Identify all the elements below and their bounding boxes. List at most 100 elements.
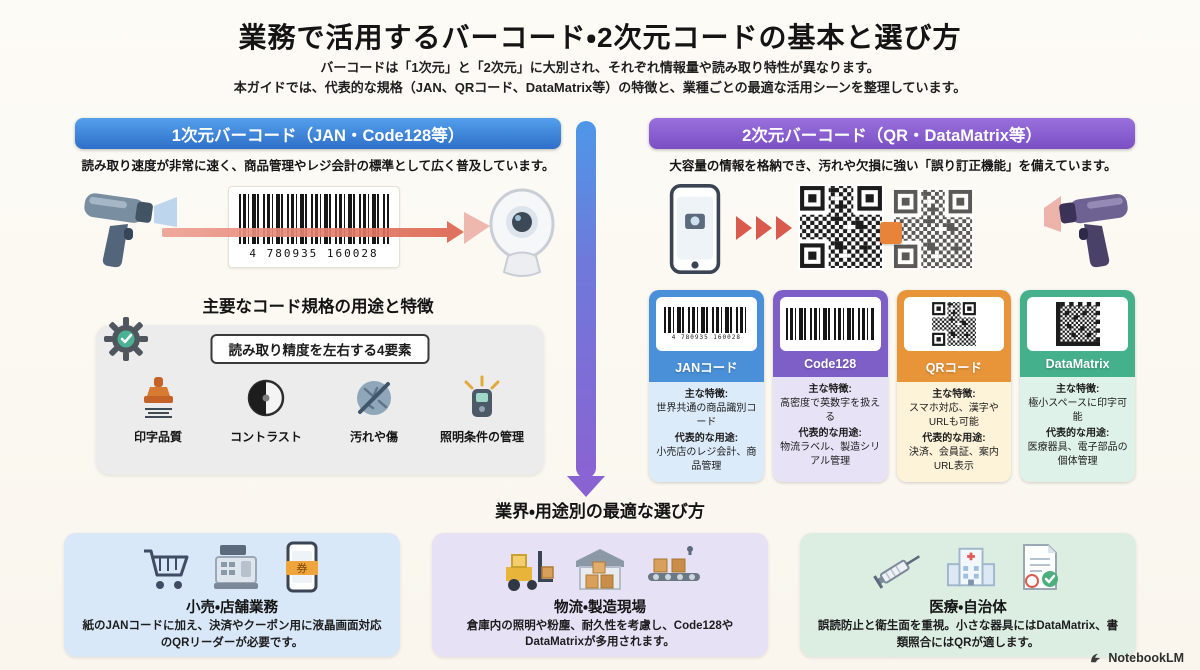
datamatrix-icon: [1056, 302, 1100, 346]
industry-description: 誤読防止と衛生面を重視。小さな器具にはDataMatrix、書類照合にはQRが適…: [817, 620, 1119, 649]
2d-scanner-icon: [1044, 194, 1128, 268]
barcode-scanner-icon: [84, 193, 177, 268]
page-title: 業務で活用するバーコード・2次元コードの基本と選び方: [238, 22, 962, 53]
card-use-label: 代表的な用途:: [922, 433, 986, 444]
brand-label: NotebookLM: [1108, 651, 1184, 665]
factors-title: 読み取り精度を左右する4要素: [210, 334, 430, 364]
logistics-icons: [498, 541, 702, 593]
card-use: 小売店のレジ会計、商品管理: [656, 447, 757, 472]
left-description: 読み取り速度が非常に速く、商品管理やレジ会計の標準として広く普及しています。: [81, 159, 555, 173]
camera-scanner-icon: [464, 188, 555, 277]
subtitle: バーコードは「1次元」と「2次元」に大別され、それぞれ情報量や読み取り特性が異な…: [0, 58, 1200, 98]
industry-card-medical: 医療・自治体 誤読防止と衛生面を重視。小さな器具にはDataMatrix、書類照…: [800, 533, 1136, 657]
lighting-icon: [464, 375, 500, 417]
subtitle-line2: 本ガイドでは、代表的な規格（JAN、QRコード、DataMatrix等）の特徴と…: [233, 80, 967, 96]
card-feature-label: 主な特徴:: [684, 389, 729, 400]
left-subheading: 主要なコード規格の用途と特徴: [202, 298, 434, 316]
gear-icon: [104, 317, 148, 361]
warehouse-icon: [576, 548, 624, 590]
factors-items: 印字品質 コントラスト: [104, 371, 536, 445]
reading-factors-panel: 読み取り精度を左右する4要素 印字品質: [96, 317, 544, 475]
card-name: QRコード: [925, 361, 982, 375]
right-section-header: 2次元バーコード（QR・DataMatrix等）: [649, 118, 1135, 149]
factor-label: 汚れや傷: [349, 430, 398, 444]
card-use: 物流ラベル、製造シリアル管理: [780, 442, 881, 467]
document-check-icon: [1023, 544, 1058, 590]
industry-title: 物流・製造現場: [554, 599, 646, 616]
coupon-ticket-glyph: 券: [297, 561, 308, 575]
industry-description: 紙のJANコードに加え、決済やクーポン用に液晶画面対応のQRリーダーが必要です。: [82, 620, 382, 649]
industry-card-logistics: 物流・製造現場 倉庫内の照明や粉塵、耐久性を考慮し、Code128やDataMa…: [432, 533, 768, 657]
factor-contrast: コントラスト: [212, 371, 320, 445]
code-spec-cards: 4 780935 160028 JANコード 主な特徴: 世界共通の商品識別コー…: [649, 290, 1135, 482]
arrow-chevrons: [736, 216, 792, 240]
damage-icon: [357, 381, 391, 415]
card-use-label: 代表的な用途:: [1045, 428, 1110, 439]
card-code128: Code128 主な特徴: 高密度で英数字を扱える 代表的な用途: 物流ラベル、…: [772, 290, 888, 482]
industry-cards: 券 小売・店舗業務 紙のJANコードに加え、決済やクーポン用に液晶画面対応のQR…: [64, 533, 1136, 657]
factor-damage: 汚れや傷: [320, 371, 428, 445]
conveyor-icon: [648, 545, 700, 581]
factor-print-quality: 印字品質: [104, 371, 212, 445]
industry-card-retail: 券 小売・店舗業務 紙のJANコードに加え、決済やクーポン用に液晶画面対応のQR…: [64, 533, 400, 657]
flow-divider: [576, 121, 596, 478]
card-name: Code128: [804, 357, 857, 371]
card-use: 決済、会員証、案内URL表示: [908, 447, 999, 472]
card-datamatrix: DataMatrix 主な特徴: 極小スペースに印字可能 代表的な用途: 医療器…: [1020, 290, 1135, 482]
barcode-graphic: 4 780935 160028: [228, 186, 400, 268]
left-section-header: 1次元バーコード（JAN・Code128等）: [75, 118, 561, 149]
chevron-right-icon: [736, 216, 752, 240]
down-arrow-icon: [567, 476, 605, 497]
code128-barcode-thumb: [779, 297, 881, 351]
scan-beam-arrow: [162, 221, 464, 243]
barcode-number: 4 780935 160028: [249, 247, 379, 260]
smartphone-icon: [669, 184, 721, 274]
chevron-right-icon: [776, 216, 792, 240]
card-feature-label: 主な特徴:: [808, 384, 852, 395]
cash-register-icon: [214, 545, 258, 589]
factor-label: 印字品質: [133, 430, 182, 444]
industry-title: 医療・自治体: [929, 600, 1007, 616]
factor-label: 照明条件の管理: [439, 430, 524, 444]
card-name: DataMatrix: [1045, 357, 1110, 371]
jan-mini-number: 4 780935 160028: [671, 334, 741, 341]
contrast-icon: [247, 379, 285, 417]
card-feature-label: 主な特徴:: [932, 389, 976, 400]
datamatrix-thumb: [1027, 297, 1128, 351]
factor-lighting: 照明条件の管理: [428, 371, 536, 445]
jan-barcode-thumb: 4 780935 160028: [656, 297, 757, 351]
card-use-label: 代表的な用途:: [798, 428, 862, 439]
industry-title: 小売・店舗業務: [186, 600, 278, 616]
industry-description: 倉庫内の照明や粉塵、耐久性を考慮し、Code128やDataMatrixが多用さ…: [466, 619, 734, 649]
card-jan: 4 780935 160028 JANコード 主な特徴: 世界共通の商品識別コー…: [649, 290, 764, 482]
hospital-icon: [946, 547, 996, 587]
subtitle-line1: バーコードは「1次元」と「2次元」に大別され、それぞれ情報量や読み取り特性が異な…: [320, 60, 880, 75]
notebooklm-brand: NotebookLM: [1089, 651, 1184, 665]
medical-icons: [872, 541, 1064, 593]
chevron-right-icon: [756, 216, 772, 240]
right-illustration: [652, 178, 1134, 286]
card-feature: スマホ対応、漢字やURLも可能: [909, 403, 999, 428]
card-feature: 高密度で英数字を扱える: [780, 398, 881, 423]
card-qr: QRコード 主な特徴: スマホ対応、漢字やURLも可能 代表的な用途: 決済、会…: [896, 290, 1012, 482]
card-use-label: 代表的な用途:: [674, 433, 739, 444]
error-correction-block: [880, 222, 902, 244]
card-name: JANコード: [675, 361, 738, 375]
card-feature: 世界共通の商品識別コード: [656, 403, 757, 428]
qr-thumb: [903, 297, 1005, 351]
card-use: 医療器具、電子部品の個体管理: [1027, 442, 1128, 467]
left-illustration: 4 780935 160028: [78, 182, 558, 288]
notebooklm-logo-icon: [1091, 653, 1101, 663]
factor-label: コントラスト: [230, 430, 302, 444]
forklift-icon: [506, 550, 554, 591]
qr-code-icon: [931, 301, 977, 347]
stamp-icon: [144, 377, 173, 418]
qr-code-icon: [798, 184, 884, 270]
qr-code-2-icon: [892, 188, 974, 270]
phone-coupon-icon: 券: [286, 541, 318, 593]
card-feature: 極小スペースに印字可能: [1028, 398, 1128, 423]
shopping-cart-icon: [144, 549, 189, 589]
syringe-icon: [873, 555, 921, 589]
retail-icons: 券: [140, 541, 324, 593]
